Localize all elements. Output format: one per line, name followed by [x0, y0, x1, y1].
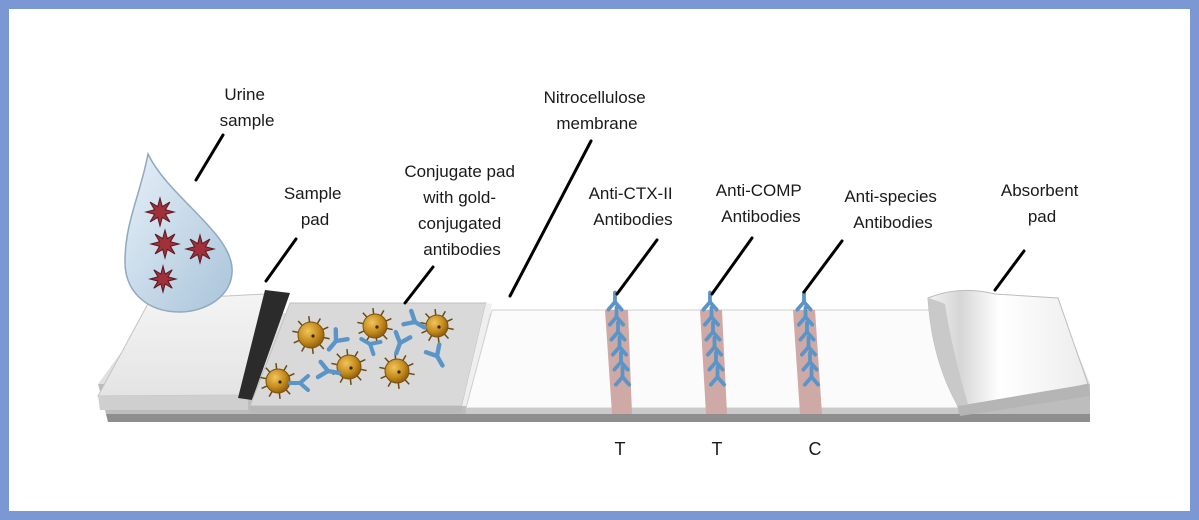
antibody-icon	[796, 305, 815, 327]
antibody-icon	[359, 337, 383, 357]
antibody-icon	[401, 308, 427, 330]
pointer-urine-sample	[194, 133, 225, 182]
gold-particle-icon	[260, 363, 296, 399]
antibody-icon	[607, 305, 626, 327]
analyte-icon	[184, 233, 216, 265]
mark-test-line-2: T	[712, 439, 723, 459]
analyte-icon	[149, 228, 181, 260]
antibody-icon	[802, 365, 821, 387]
antibody-icon	[288, 374, 310, 392]
label-absorbent-pad: Absorbent pad	[1001, 181, 1083, 226]
antibody-icon	[704, 320, 722, 342]
pointer-conjugate-pad	[403, 265, 435, 305]
antibody-icon	[606, 290, 624, 312]
mark-control-line: C	[809, 439, 822, 459]
pointer-anti-ctx	[615, 238, 659, 296]
absorbent-pad	[927, 289, 1090, 416]
label-anti-species: Anti-species Antibodies	[844, 187, 941, 232]
analyte-icon	[144, 196, 176, 228]
antibody-icon	[799, 335, 818, 357]
label-anti-comp: Anti-COMP Antibodies	[716, 181, 806, 226]
antibody-icon	[702, 305, 721, 327]
anti-comp-antibody-line	[701, 290, 727, 387]
free-antibodies	[288, 308, 445, 392]
antibody-icon	[315, 359, 342, 380]
pointer-anti-comp	[710, 236, 754, 296]
label-nitrocellulose: Nitrocellulose membrane	[544, 88, 651, 133]
antibody-icon	[326, 327, 350, 352]
gold-particle-icon	[357, 308, 393, 344]
label-urine-sample: Urine sample	[220, 85, 275, 130]
antibody-icon	[613, 365, 632, 387]
antibody-icon	[795, 290, 813, 312]
analyte-molecules	[144, 196, 216, 294]
pointer-nitrocellulose	[508, 139, 593, 298]
antibody-icon	[609, 320, 627, 342]
label-sample-pad: Sample pad	[284, 184, 346, 229]
analyte-icon	[148, 264, 178, 294]
antibody-icon	[610, 335, 629, 357]
pointer-anti-species	[802, 239, 844, 294]
sample-pad	[97, 290, 290, 412]
label-conjugate-pad: Conjugate pad with gold- conjugated anti…	[404, 162, 519, 259]
antibody-icon	[423, 342, 445, 368]
urine-droplet	[124, 151, 233, 313]
anti-ctx-antibody-line	[606, 290, 632, 387]
antibody-icon	[801, 350, 819, 372]
antibody-icon	[707, 350, 725, 372]
mark-test-line-1: T	[615, 439, 626, 459]
antibody-icon	[393, 329, 413, 356]
antibody-icon	[705, 335, 724, 357]
antibody-icon	[701, 290, 719, 312]
gold-particle-icon	[379, 353, 415, 389]
anti-species-antibody-line	[795, 290, 821, 387]
pointer-absorbent-pad	[993, 249, 1026, 292]
antibody-icon	[708, 365, 727, 387]
antibody-icon	[612, 350, 630, 372]
antibody-icon	[798, 320, 816, 342]
pointer-sample-pad	[264, 237, 298, 283]
label-anti-ctx: Anti-CTX-II Antibodies	[589, 184, 678, 229]
gold-particle-icon	[292, 316, 330, 354]
gold-particle-icon	[420, 309, 454, 343]
